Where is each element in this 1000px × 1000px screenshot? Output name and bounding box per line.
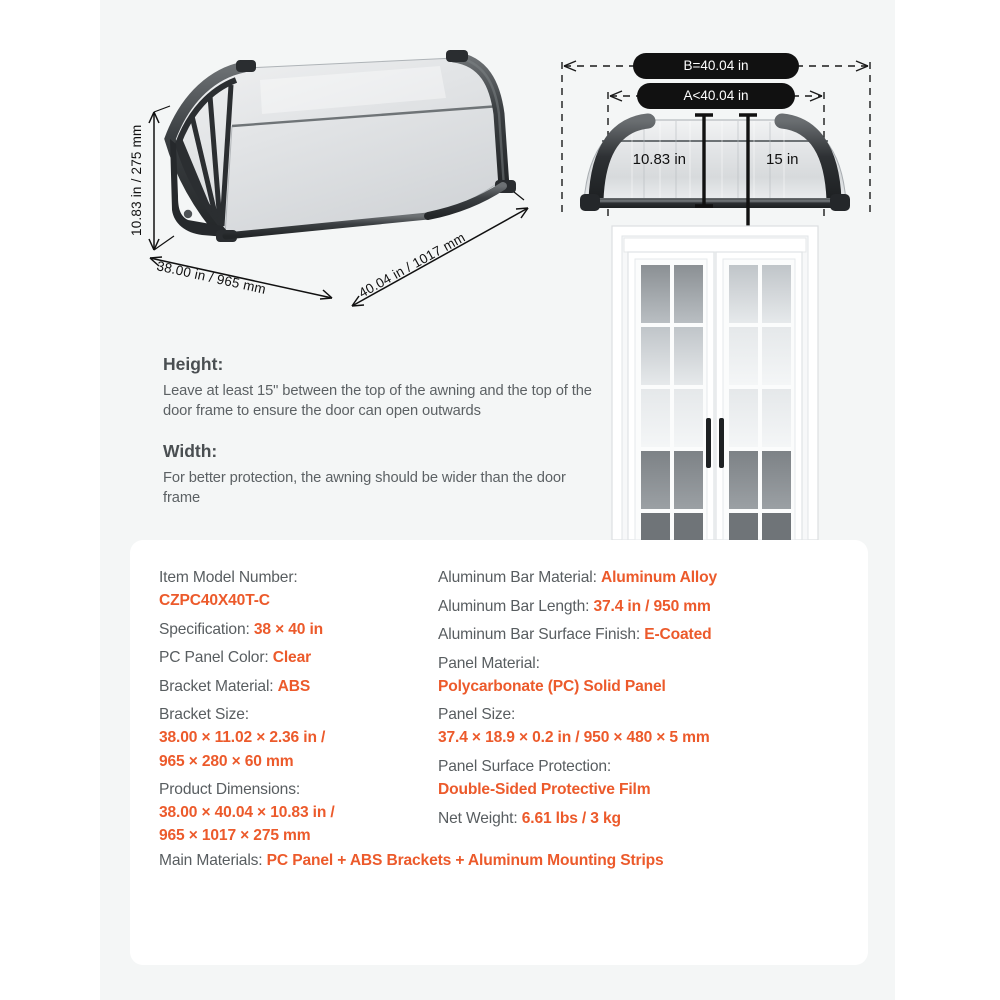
awning-front-elevation (580, 113, 850, 211)
spec-value: 37.4 in / 950 mm (593, 597, 711, 615)
spec-value: Clear (272, 649, 312, 667)
spec-columns: Item Model Number: CZPC40X40T-C Specifica… (130, 566, 868, 847)
dimension-width (351, 191, 529, 307)
badge-door-width (637, 83, 795, 109)
spec-footer-row: Main Materials: PC Panel + ABS Brackets … (130, 847, 868, 872)
door-leaf-right (715, 251, 803, 540)
spec-row: PC Panel Color: Clear (159, 646, 430, 669)
diagram-section: 10.83 in / 275 mm 38.00 in / 965 mm 40.0… (100, 0, 895, 540)
dimension-depth (149, 256, 333, 300)
spec-row: Main Materials: PC Panel + ABS Brackets … (159, 849, 868, 872)
specification-card: Item Model Number: CZPC40X40T-C Specifica… (130, 540, 868, 965)
spec-column-right: Aluminum Bar Material: Aluminum Alloy Al… (430, 566, 868, 847)
spec-label: Product Dimensions: (159, 781, 301, 799)
door-panes-left (641, 265, 703, 540)
spec-label: Item Model Number: (159, 569, 298, 586)
spec-label: Main Materials: (159, 852, 263, 870)
dimension-width-label: 40.04 in / 1017 mm (356, 230, 468, 301)
spec-value: 38.00 × 11.02 × 2.36 in / (159, 729, 326, 747)
spec-label: Aluminum Bar Length: (438, 597, 590, 615)
spec-row: Bracket Material: ABS (159, 675, 430, 698)
spec-value: PC Panel + ABS Brackets + Aluminum Mount… (266, 852, 664, 870)
measure-projection-label: 10.83 in (633, 151, 686, 168)
measure-clearance-label: 15 in (766, 151, 799, 168)
spec-label: Bracket Material: (159, 677, 274, 695)
note-heading-height: Height: (163, 354, 224, 374)
installation-notes: Height: Leave at least 15" between the t… (163, 354, 593, 509)
measure-projection (695, 113, 713, 208)
spec-row: Product Dimensions: 38.00 × 40.04 × 10.83… (159, 778, 430, 847)
spec-label: Specification: (159, 620, 250, 638)
dimension-A-arrow (609, 90, 823, 102)
spec-row: Panel Material: Polycarbonate (PC) Solid … (438, 652, 868, 698)
spec-value: ABS (277, 677, 311, 695)
spec-value: Aluminum Alloy (600, 569, 717, 586)
spec-label: PC Panel Color: (159, 649, 269, 667)
spec-label: Aluminum Bar Material: (438, 569, 597, 586)
door-panes-right (729, 265, 791, 540)
dimension-B-arrow (563, 60, 869, 72)
spec-label: Panel Surface Protection: (438, 758, 612, 776)
spec-row: Specification: 38 × 40 in (159, 618, 430, 641)
spec-row: Panel Surface Protection: Double-Sided Pr… (438, 755, 868, 801)
dimension-height (148, 105, 175, 251)
spec-value-2: 965 × 1017 × 275 mm (159, 827, 311, 845)
badge-total-width (633, 53, 799, 79)
spec-label: Net Weight: (438, 809, 518, 827)
spec-value: 38.00 × 40.04 × 10.83 in / (159, 804, 335, 822)
spec-row: Item Model Number: CZPC40X40T-C (159, 566, 430, 612)
badge-door-width-label: A<40.04 in (684, 88, 749, 103)
spec-value: Double-Sided Protective Film (438, 781, 651, 799)
spec-value: E-Coated (644, 626, 712, 644)
front-view-diagram: B=40.04 in A<40.04 in (540, 40, 890, 540)
isometric-diagram: 10.83 in / 275 mm 38.00 in / 965 mm 40.0… (110, 40, 540, 310)
note-body-height: Leave at least 15" between the top of th… (163, 382, 592, 420)
spec-value-2: 965 × 280 × 60 mm (159, 752, 294, 770)
spec-row: Net Weight: 6.61 lbs / 3 kg (438, 807, 868, 830)
note-body-width: For better protection, the awning should… (163, 469, 566, 507)
spec-row: Panel Size: 37.4 × 18.9 × 0.2 in / 950 × … (438, 703, 868, 749)
spec-column-left: Item Model Number: CZPC40X40T-C Specifica… (130, 566, 430, 847)
spec-row: Aluminum Bar Length: 37.4 in / 950 mm (438, 595, 868, 618)
dimension-depth-label: 38.00 in / 965 mm (155, 258, 267, 297)
spec-value: Polycarbonate (PC) Solid Panel (438, 677, 666, 695)
door-leaf-left (627, 251, 715, 540)
spec-label: Bracket Size: (159, 706, 249, 724)
door-handle-right (719, 418, 724, 468)
spec-row: Aluminum Bar Material: Aluminum Alloy (438, 566, 868, 589)
spec-row: Bracket Size: 38.00 × 11.02 × 2.36 in / 96… (159, 703, 430, 772)
front-edge-bar (222, 182, 507, 240)
spec-value: 38 × 40 in (253, 620, 323, 638)
spec-value: CZPC40X40T-C (159, 592, 270, 610)
spec-value: 37.4 × 18.9 × 0.2 in / 950 × 480 × 5 mm (438, 729, 710, 747)
dimension-height-label: 10.83 in / 275 mm (129, 125, 144, 236)
badge-total-width-label: B=40.04 in (684, 58, 749, 73)
spec-value: 6.61 lbs / 3 kg (521, 809, 621, 827)
spec-label: Panel Size: (438, 706, 516, 724)
spec-label: Panel Material: (438, 654, 540, 672)
spec-row: Aluminum Bar Surface Finish: E-Coated (438, 623, 868, 646)
door-handle-left (706, 418, 711, 468)
spec-label: Aluminum Bar Surface Finish: (438, 626, 641, 644)
note-heading-width: Width: (163, 441, 218, 462)
left-bracket-assembly (164, 60, 256, 242)
french-door (611, 225, 819, 540)
